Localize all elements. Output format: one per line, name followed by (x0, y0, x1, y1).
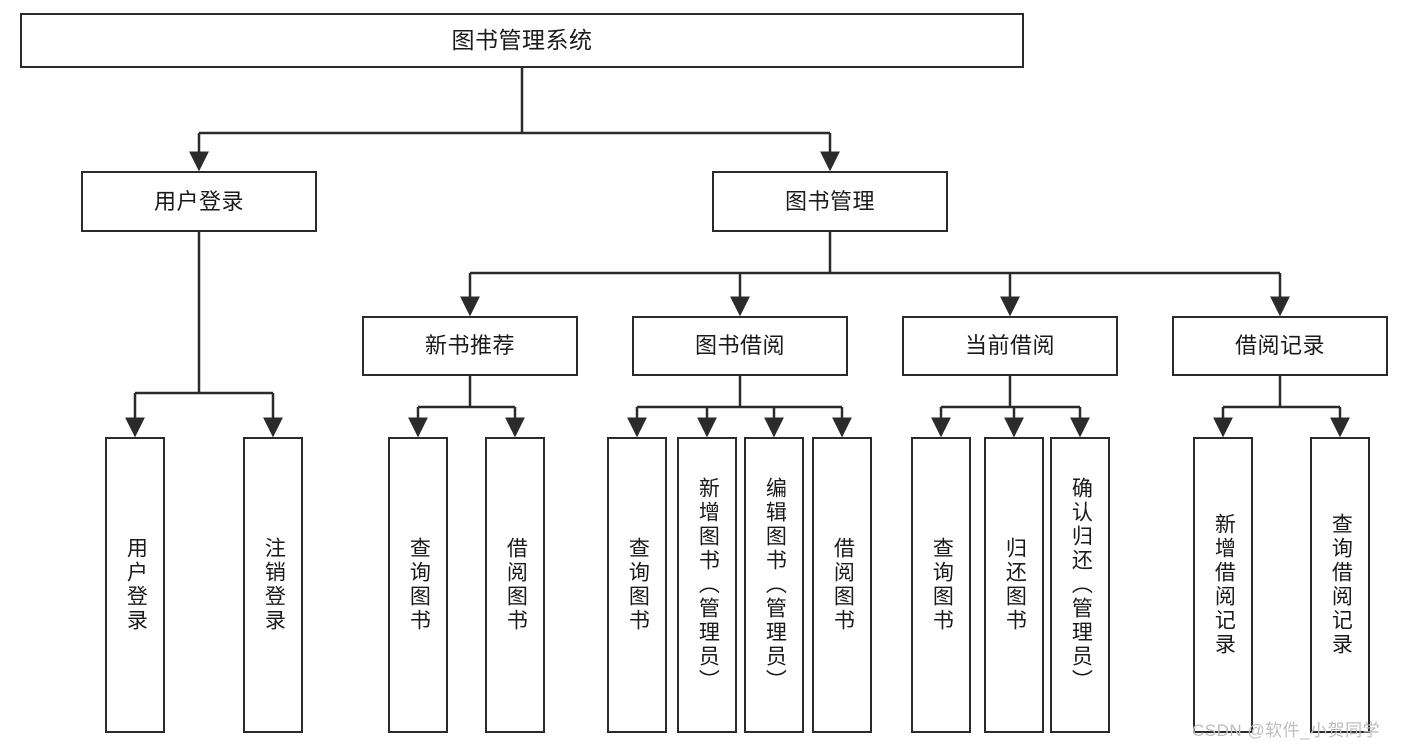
node-leaf-borrow-book-1[interactable]: 借阅图书 (485, 437, 545, 733)
node-leaf-confirm-return[interactable]: 确认归还（管理员） (1050, 437, 1110, 733)
node-leaf-query-record[interactable]: 查询借阅记录 (1310, 437, 1370, 733)
node-leaf-add-book[interactable]: 新增图书（管理员） (677, 437, 737, 733)
node-borrow-record[interactable]: 借阅记录 (1172, 316, 1388, 376)
node-leaf-borrow-book-2[interactable]: 借阅图书 (812, 437, 872, 733)
node-root[interactable]: 图书管理系统 (20, 13, 1024, 68)
node-leaf-query-book-2[interactable]: 查询图书 (607, 437, 667, 733)
node-book-borrow[interactable]: 图书借阅 (632, 316, 848, 376)
node-leaf-edit-book[interactable]: 编辑图书（管理员） (744, 437, 804, 733)
node-user-login[interactable]: 用户登录 (81, 171, 317, 232)
node-leaf-add-record[interactable]: 新增借阅记录 (1193, 437, 1253, 733)
node-book-manage[interactable]: 图书管理 (712, 171, 948, 232)
node-leaf-query-book-3[interactable]: 查询图书 (911, 437, 971, 733)
node-leaf-query-book-1[interactable]: 查询图书 (388, 437, 448, 733)
node-leaf-return-book[interactable]: 归还图书 (984, 437, 1044, 733)
node-current-borrow[interactable]: 当前借阅 (902, 316, 1118, 376)
node-new-book-recommend[interactable]: 新书推荐 (362, 316, 578, 376)
node-leaf-logout[interactable]: 注销登录 (243, 437, 303, 733)
csdn-watermark: CSDN @软件_小贺同学 (1192, 721, 1381, 740)
node-leaf-user-login[interactable]: 用户登录 (105, 437, 165, 733)
